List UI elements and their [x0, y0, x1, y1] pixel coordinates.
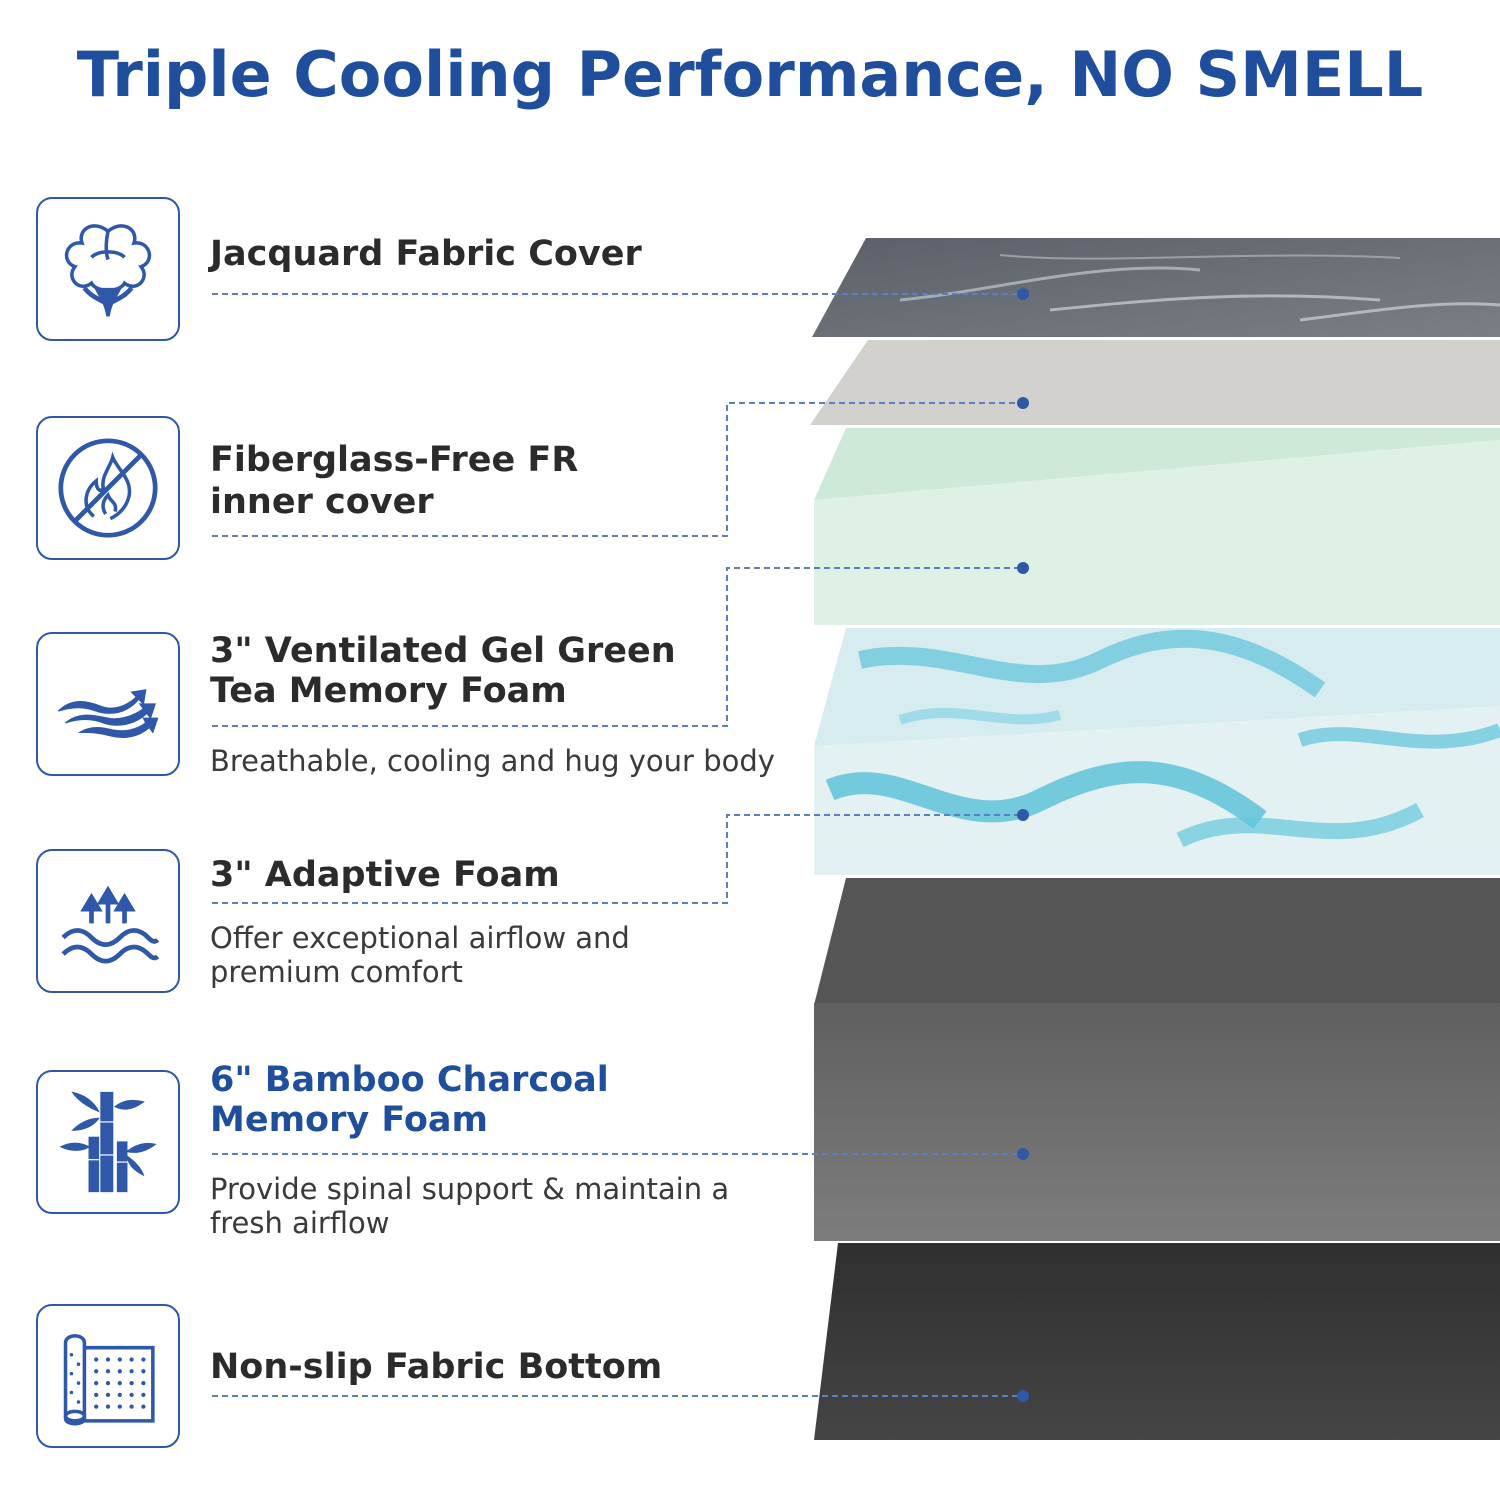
- bamboo-icon: [59, 1091, 157, 1193]
- feature-description: Provide spinal support & maintain a: [210, 1172, 730, 1206]
- layer-fr-inner-cover: [810, 340, 1500, 425]
- feature-icon-box: [36, 632, 180, 776]
- feature-label: 6" Bamboo Charcoal: [210, 1060, 609, 1100]
- airflow-icon: [58, 689, 159, 738]
- feature-icon-box: [36, 416, 180, 560]
- feature-description: Breathable, cooling and hug your body: [210, 744, 775, 778]
- feature-label: Tea Memory Foam: [210, 671, 567, 711]
- layer-green-tea-foam: [814, 428, 1500, 625]
- feature-icon-box: [36, 849, 180, 993]
- feature-icon-box: [36, 197, 180, 341]
- feature-label: inner cover: [210, 482, 434, 522]
- feature-description: Offer exceptional airflow and: [210, 921, 630, 955]
- feature-label: 3" Adaptive Foam: [210, 855, 560, 895]
- layer-bamboo-charcoal-foam: [814, 878, 1500, 1241]
- waves-arrows-icon: [61, 885, 160, 964]
- feature-description: fresh airflow: [210, 1206, 390, 1240]
- feature-description: premium comfort: [210, 955, 463, 989]
- feature-label: Jacquard Fabric Cover: [210, 234, 642, 274]
- feature-icon-box: [36, 1070, 180, 1214]
- cotton-icon: [64, 224, 152, 317]
- feature-label: 3" Ventilated Gel Green: [210, 631, 676, 671]
- fabric-roll-icon: [63, 1334, 155, 1426]
- feature-icon-box: [36, 1304, 180, 1448]
- layer-gel-swirl-foam: [814, 628, 1500, 875]
- layer-non-slip-bottom: [814, 1243, 1500, 1440]
- feature-label: Non-slip Fabric Bottom: [210, 1347, 663, 1387]
- feature-label: Fiberglass-Free FR: [210, 440, 579, 480]
- layer-jacquard-cover: [812, 238, 1500, 337]
- no-fire-icon: [58, 438, 158, 538]
- page-title: Triple Cooling Performance, NO SMELL: [76, 38, 1424, 111]
- feature-label: Memory Foam: [210, 1100, 488, 1140]
